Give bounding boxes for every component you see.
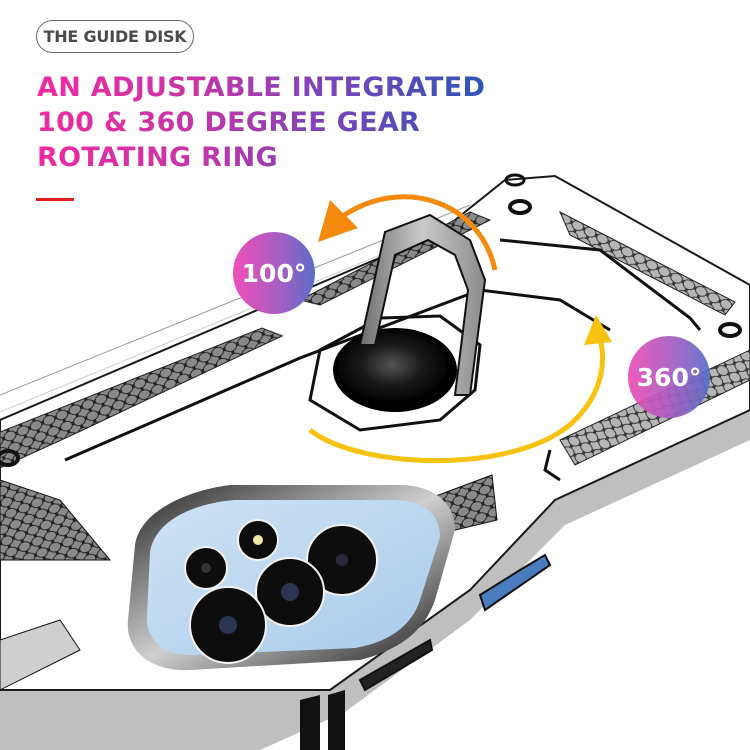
accent-divider — [36, 198, 74, 201]
side-button-accent — [478, 553, 552, 612]
rotation-angle-badge: 360° — [628, 336, 710, 418]
rotating-disk — [337, 329, 447, 401]
headline-line-1: AN ADJUSTABLE INTEGRATED — [37, 72, 486, 103]
page-headline: AN ADJUSTABLE INTEGRATED 100 & 360 DEGRE… — [37, 70, 485, 175]
screw-icon — [0, 173, 742, 467]
section-tag: THE GUIDE DISK — [36, 20, 194, 53]
headline-line-3: ROTATING RING — [37, 142, 278, 173]
rotation-angle-label: 360° — [636, 362, 702, 392]
tilt-angle-label: 100° — [241, 258, 307, 288]
tilt-angle-badge: 100° — [233, 232, 315, 314]
headline-line-2: 100 & 360 DEGREE GEAR — [37, 107, 421, 138]
ring-holder — [358, 213, 487, 396]
camera-lens-icon — [184, 519, 378, 664]
